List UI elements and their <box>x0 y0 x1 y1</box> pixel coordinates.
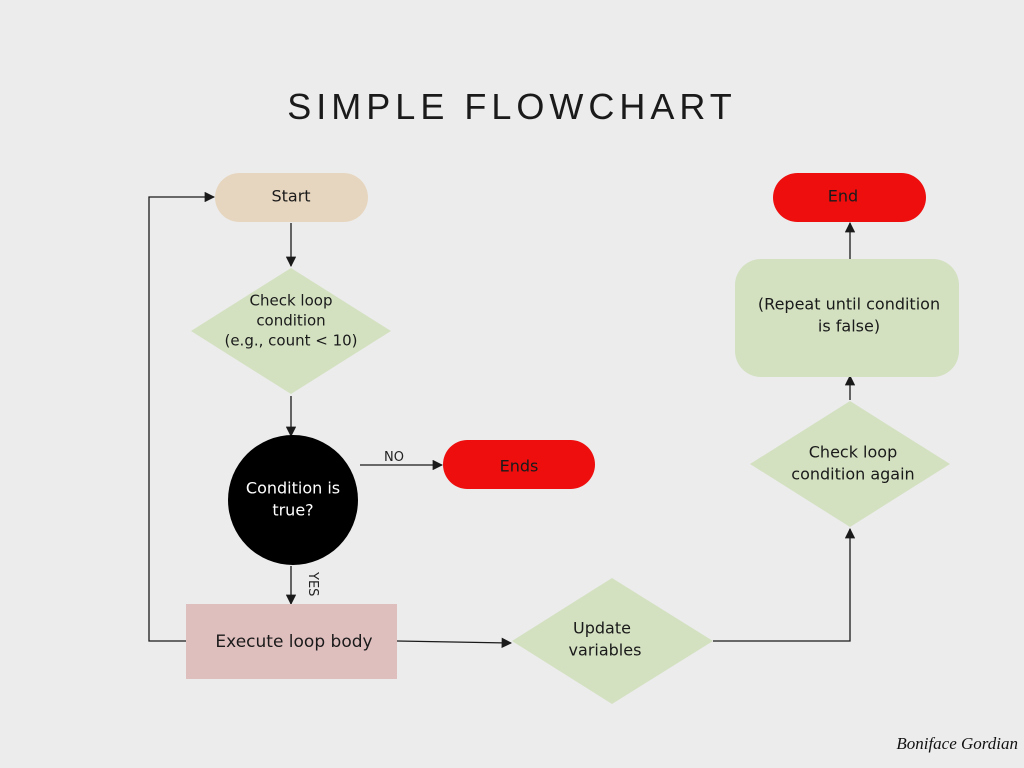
check-loop-line3: (e.g., count < 10) <box>224 332 357 350</box>
execute-process-box <box>186 604 397 679</box>
node-update-variables: Update variables <box>512 578 713 704</box>
ends-label: Ends <box>500 457 539 476</box>
update-diamond <box>512 578 713 704</box>
condition-circle <box>228 435 358 565</box>
node-start: Start <box>215 173 368 222</box>
ends-terminal <box>443 440 595 489</box>
end-label: End <box>828 187 858 206</box>
update-line2: variables <box>569 641 642 660</box>
edge-execute-to-update <box>396 637 513 649</box>
node-check-condition-again: Check loop condition again <box>750 401 950 527</box>
repeat-line2: is false) <box>818 317 880 336</box>
check-again-line2: condition again <box>791 465 914 484</box>
execute-label: Execute loop body <box>215 632 372 652</box>
start-terminal <box>215 173 368 222</box>
node-execute-loop-body: Execute loop body <box>186 604 397 679</box>
check-again-diamond <box>750 401 950 527</box>
node-ends: Ends <box>443 440 595 489</box>
condition-line1: Condition is <box>246 479 340 498</box>
condition-line2: true? <box>272 501 313 520</box>
edge-update-to-check-again <box>713 527 856 642</box>
edge-label-yes: YES <box>305 571 320 596</box>
end-terminal <box>773 173 926 222</box>
repeat-line1: (Repeat until condition <box>758 295 940 314</box>
edge-label-no: NO <box>384 450 404 465</box>
check-loop-diamond <box>191 268 391 394</box>
check-loop-line2: condition <box>256 312 325 330</box>
check-again-line1: Check loop <box>809 443 897 462</box>
node-condition-is-true: Condition is true? <box>228 435 358 565</box>
edge-execute-loop-back-to-start <box>148 191 216 642</box>
node-check-loop-condition: Check loop condition (e.g., count < 10) <box>191 268 391 394</box>
node-end: End <box>773 173 926 222</box>
node-repeat-until: (Repeat until condition is false) <box>735 259 959 377</box>
connectors <box>148 191 856 649</box>
repeat-box <box>735 259 959 377</box>
check-loop-line1: Check loop <box>250 292 333 310</box>
start-label: Start <box>271 187 310 206</box>
update-line1: Update <box>573 619 631 638</box>
page-title: SIMPLE FLOWCHART <box>287 86 737 127</box>
author-signature: Boniface Gordian <box>896 734 1018 753</box>
